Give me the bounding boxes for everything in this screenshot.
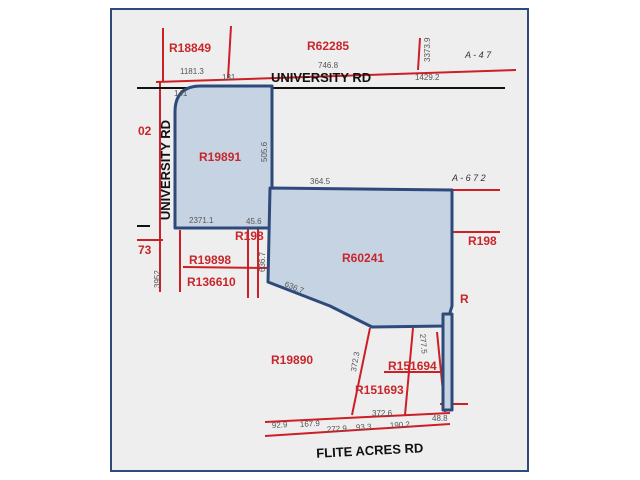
dim-label: 636.7 — [258, 251, 267, 272]
parcel-label-r19891: R19891 — [199, 150, 241, 164]
dim-label: 131 — [222, 73, 236, 82]
lot-line — [155, 69, 517, 83]
dim-label: 277.5 — [418, 333, 429, 354]
subject-parcels — [173, 84, 454, 412]
lot-line — [264, 423, 451, 437]
dim-label: 92.9 — [272, 420, 289, 430]
parcel-label-r198-right: R198 — [468, 234, 497, 248]
dim-label: 48.8 — [432, 414, 448, 423]
parcel-label-r19890: R19890 — [271, 353, 313, 367]
parcel-label-r19898: R19898 — [189, 253, 231, 267]
parcel-label-r18849: R18849 — [169, 41, 211, 55]
parcel-label-r151693: R151693 — [355, 383, 404, 397]
survey-label-a47: A - 4 7 — [464, 50, 492, 60]
road-label-university-rd-vertical: UNIVERSITY RD — [158, 120, 173, 220]
parcel-label-r151694: R151694 — [388, 359, 437, 373]
parcel-label-02: 02 — [138, 124, 152, 138]
lot-line — [182, 266, 269, 269]
parcel-label-r198-left: R198 — [235, 229, 264, 243]
dim-label: 3373.9 — [423, 37, 432, 62]
dim-label: 93.3 — [356, 422, 373, 432]
dim-label: 1429.2 — [415, 73, 440, 82]
parcel-label-r60241: R60241 — [342, 251, 384, 265]
lot-line — [351, 327, 371, 416]
dim-label: 3952 — [153, 270, 162, 288]
dim-label: 141 — [174, 89, 188, 98]
lot-line — [264, 412, 451, 423]
dim-label: 505.6 — [260, 141, 269, 162]
parcel-strip-shape — [441, 312, 454, 412]
dim-label: 1181.3 — [180, 67, 204, 76]
dim-label: 372.3 — [349, 351, 361, 373]
parcel-label-r62285: R62285 — [307, 39, 349, 53]
dim-label: 190.2 — [390, 420, 411, 430]
lot-line — [417, 37, 421, 71]
road-label-flite-acres-rd: FLITE ACRES RD — [316, 440, 424, 461]
dim-label: 2371.1 — [189, 216, 214, 225]
parcel-r19891-shape — [173, 84, 274, 230]
lot-lines — [137, 25, 517, 437]
survey-label-a672: A - 6 7 2 — [451, 173, 486, 183]
dim-label: 167.9 — [300, 419, 321, 429]
dim-label: 746.8 — [318, 61, 339, 70]
parcel-r60241-shape — [266, 186, 454, 329]
dim-label: 272.9 — [327, 424, 348, 434]
parcel-label-r-partial: R — [460, 292, 469, 306]
dim-label: 364.5 — [310, 177, 331, 186]
parcel-label-73: 73 — [138, 243, 152, 257]
road-label-university-rd: UNIVERSITY RD — [271, 70, 371, 85]
parcel-label-r136610: R136610 — [187, 275, 236, 289]
dim-label: 45.6 — [246, 217, 262, 226]
lot-line — [227, 25, 232, 79]
dim-label: 372.6 — [372, 409, 393, 418]
